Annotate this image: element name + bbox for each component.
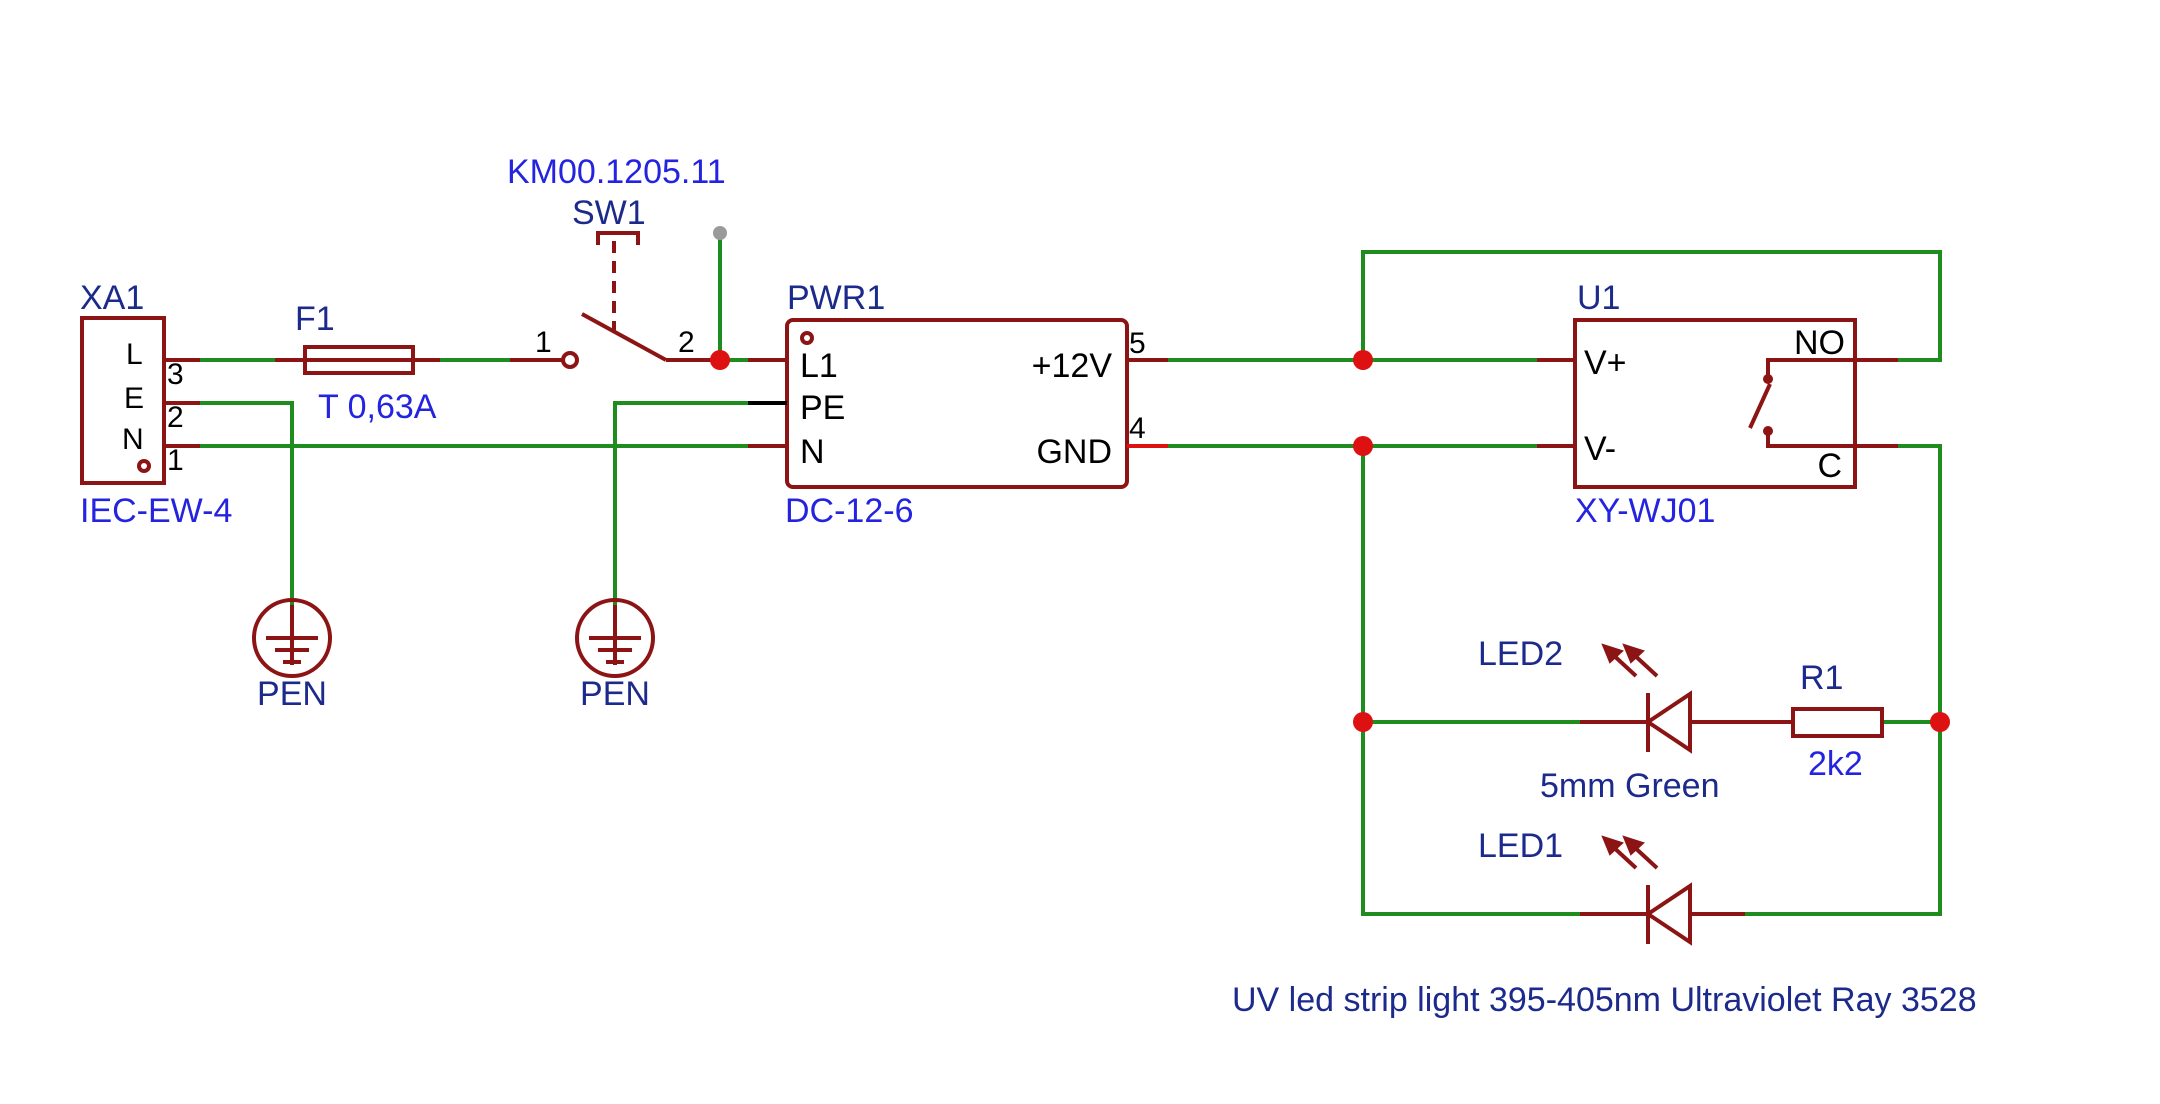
led-led1[interactable]: LED1 xyxy=(1478,827,1745,946)
wire-e-to-pen1 xyxy=(198,401,294,607)
relay-blade-icon xyxy=(1748,383,1772,429)
led-led2[interactable]: LED2 5mm Green xyxy=(1478,635,1745,805)
pen-ground-1[interactable]: PEN xyxy=(252,598,332,713)
u1-pin-name-no: NO xyxy=(1794,324,1845,362)
r1-value: 2k2 xyxy=(1808,745,1863,783)
wire-pe-to-pen2 xyxy=(613,401,750,607)
r1-ref: R1 xyxy=(1800,659,1843,697)
pen-ground-2[interactable]: PEN xyxy=(575,598,655,713)
pwr1-pin-name-pe: PE xyxy=(800,389,845,427)
led2-value: 5mm Green xyxy=(1540,767,1720,805)
power-supply-pwr1[interactable]: PWR1 L1 PE N +12V GND 5 4 DC-12-6 xyxy=(748,279,1168,530)
u1-ref: U1 xyxy=(1577,279,1620,317)
xa1-pin-name-e: E xyxy=(124,382,144,415)
junction-dot[interactable] xyxy=(1930,712,1950,732)
wire-c-rail xyxy=(1743,444,1942,916)
sw1-value: KM00.1205.11 xyxy=(507,153,726,191)
led2-arrowhead-2-icon xyxy=(1622,643,1645,664)
module-u1[interactable]: U1 V+ V- NO C XY-WJ01 xyxy=(1537,279,1898,530)
pwr1-ref: PWR1 xyxy=(787,279,885,317)
led2-arrowhead-1-icon xyxy=(1601,643,1624,664)
u1-pin-name-vminus: V- xyxy=(1584,430,1616,468)
schematic-note: UV led strip light 395-405nm Ultraviolet… xyxy=(1232,981,1977,1019)
wire-gnd-rail xyxy=(1361,444,1582,916)
pwr1-pin-name-n: N xyxy=(800,433,825,471)
xa1-pin-number-3: 3 xyxy=(167,358,184,391)
led1-arrowhead-1-icon xyxy=(1601,835,1624,856)
relay-no-contact-icon xyxy=(1763,374,1773,384)
led1-ref: LED1 xyxy=(1478,827,1563,865)
relay-c-lead xyxy=(1766,431,1855,448)
pen-ground-1-label: PEN xyxy=(257,675,327,713)
sw1-ref: SW1 xyxy=(572,194,646,232)
xa1-value: IEC-EW-4 xyxy=(80,492,232,530)
u1-pin-name-vplus: V+ xyxy=(1584,344,1627,382)
junction-dot[interactable] xyxy=(1353,436,1373,456)
f1-value: T 0,63A xyxy=(318,388,437,426)
pin1-marker-icon xyxy=(800,331,814,345)
led-icon xyxy=(1644,882,1692,946)
wires xyxy=(198,231,1942,916)
junction-dot[interactable] xyxy=(1353,712,1373,732)
ground-icon xyxy=(252,598,332,678)
pin1-marker-icon xyxy=(137,459,151,473)
led-icon xyxy=(1644,690,1692,754)
switch-sw1[interactable]: KM00.1205.11 SW1 1 2 xyxy=(507,153,726,369)
pwr1-pin-number-5: 5 xyxy=(1129,327,1146,360)
xa1-pin-name-l: L xyxy=(126,338,143,371)
fuse-f1[interactable]: F1 T 0,63A xyxy=(275,300,440,426)
sw1-pin-number-1: 1 xyxy=(535,326,552,359)
pen-ground-2-label: PEN xyxy=(580,675,650,713)
switch-actuator-icon xyxy=(596,231,640,245)
xa1-pin-number-2: 2 xyxy=(167,401,184,434)
xa1-pin-name-n: N xyxy=(122,423,144,456)
led1-arrowhead-2-icon xyxy=(1622,835,1645,856)
switch-blade-icon xyxy=(581,312,667,362)
wire-12v-loop-no xyxy=(1361,250,1942,362)
relay-no-lead xyxy=(1766,358,1855,375)
resistor-r1[interactable]: R1 2k2 xyxy=(1745,659,1884,783)
sw1-pin-number-2: 2 xyxy=(678,326,695,359)
u1-body xyxy=(1573,318,1857,489)
pwr1-pin-name-l1: L1 xyxy=(800,347,838,385)
f1-ref: F1 xyxy=(295,300,335,338)
ground-icon xyxy=(575,598,655,678)
test-point-icon[interactable] xyxy=(713,226,727,240)
junction-dot[interactable] xyxy=(710,350,730,370)
xa1-ref: XA1 xyxy=(80,279,144,317)
switch-contact-icon xyxy=(561,351,579,369)
resistor-icon xyxy=(1791,707,1884,738)
pwr1-pin-name-12v: +12V xyxy=(1032,347,1113,385)
u1-pin-name-c: C xyxy=(1817,447,1842,485)
led2-ref: LED2 xyxy=(1478,635,1563,673)
pwr1-value: DC-12-6 xyxy=(785,492,913,530)
junctions xyxy=(710,350,1950,732)
junction-dot[interactable] xyxy=(1353,350,1373,370)
xa1-pin-number-1: 1 xyxy=(167,444,184,477)
connector-xa1[interactable]: XA1 L E N 3 2 1 IEC-EW-4 xyxy=(80,279,232,530)
pwr1-pin-name-gnd: GND xyxy=(1036,433,1112,471)
connector-xa1-body xyxy=(80,316,166,485)
u1-value: XY-WJ01 xyxy=(1575,492,1715,530)
pwr1-pin-number-4: 4 xyxy=(1129,412,1146,445)
